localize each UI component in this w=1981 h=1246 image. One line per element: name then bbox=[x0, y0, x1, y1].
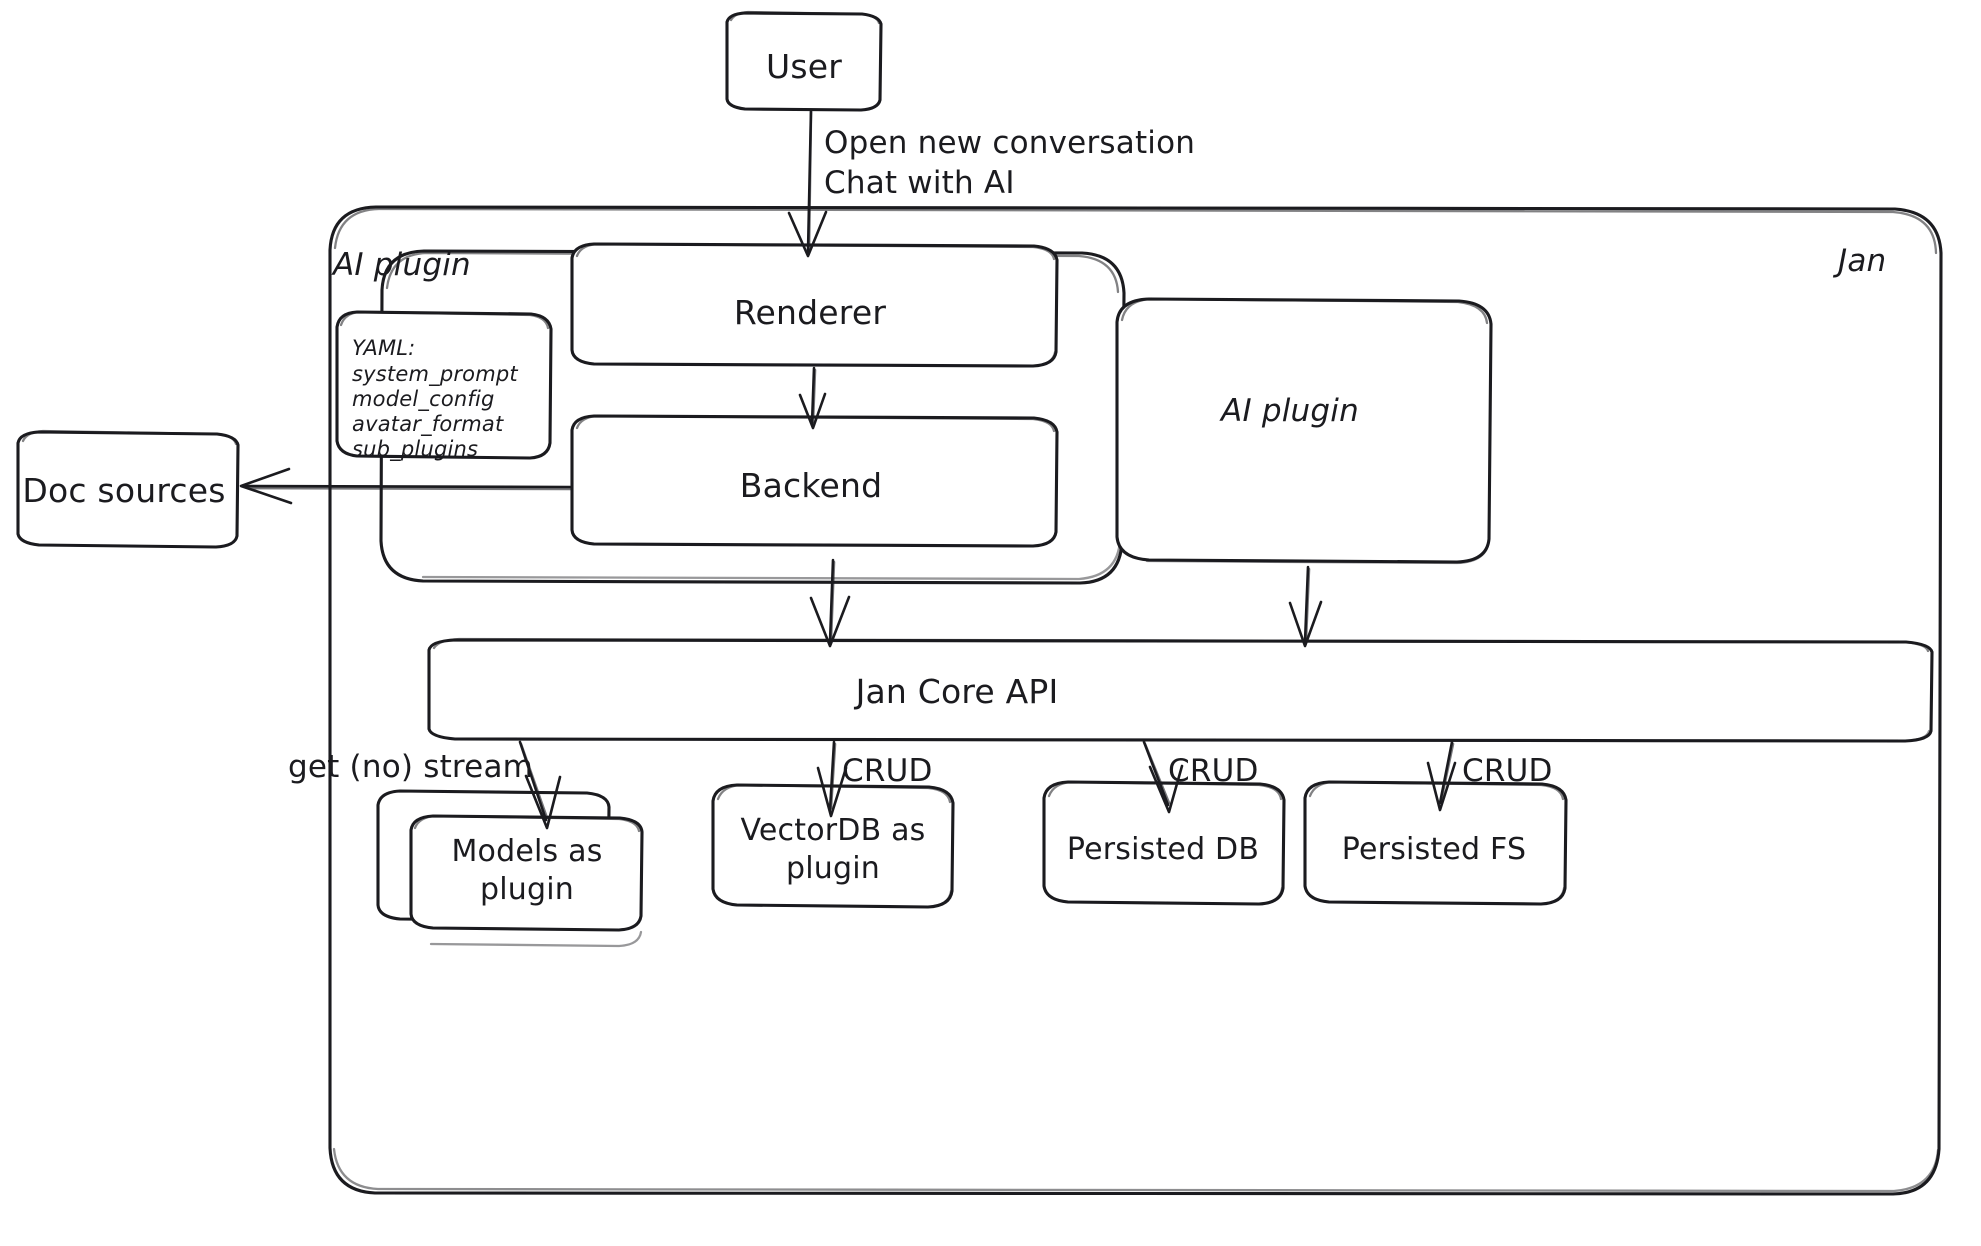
edge-user-to-renderer bbox=[787, 108, 828, 258]
user-box-shape bbox=[725, 10, 883, 112]
edge-backend-to-doc-sources bbox=[239, 467, 572, 505]
edge-core-to-models bbox=[518, 740, 562, 830]
edge-renderer-to-backend bbox=[798, 366, 827, 430]
persisted-db-box-shape bbox=[1042, 780, 1286, 906]
edge-core-to-vectordb bbox=[816, 740, 848, 818]
jan-core-api-box-shape bbox=[427, 637, 1934, 743]
edge-backend-to-core bbox=[809, 558, 851, 648]
models-plugin-box-shape bbox=[376, 789, 644, 948]
persisted-fs-box-shape bbox=[1303, 780, 1568, 906]
vectordb-plugin-box-shape bbox=[711, 783, 955, 909]
edge-ai-plugin-to-core bbox=[1288, 565, 1323, 648]
doc-sources-box-shape bbox=[16, 429, 240, 549]
edge-core-to-persisted-db bbox=[1142, 740, 1184, 814]
backend-box-shape bbox=[570, 414, 1059, 548]
edge-core-to-persisted-fs bbox=[1426, 740, 1457, 812]
ai-plugin-box-shape bbox=[1115, 297, 1493, 565]
yaml-card-shape bbox=[335, 310, 553, 460]
renderer-box-shape bbox=[570, 242, 1059, 368]
